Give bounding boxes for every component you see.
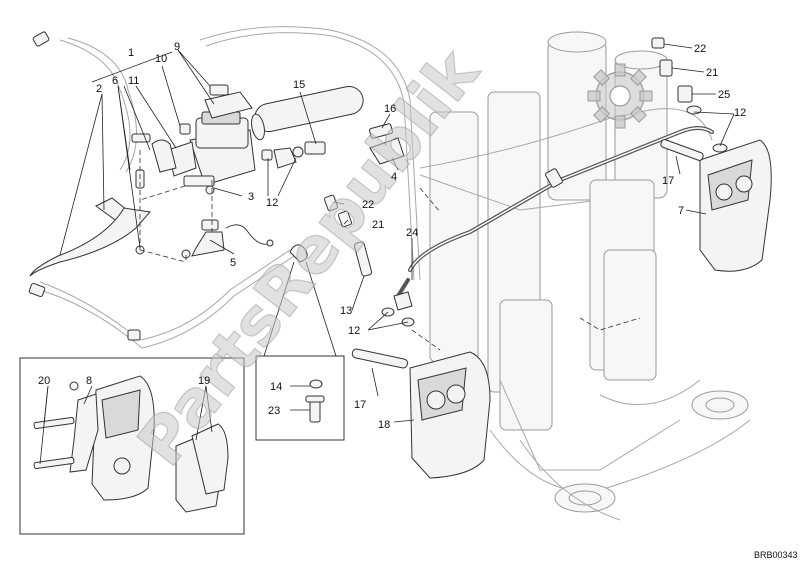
callout-3: 3	[248, 191, 254, 203]
callout-12c: 12	[734, 107, 746, 119]
callout-16: 16	[384, 103, 396, 115]
callout-17b: 17	[354, 399, 366, 411]
front-fork-assembly	[419, 31, 751, 521]
rear-hose-routing	[39, 26, 421, 349]
callout-21b: 21	[372, 219, 384, 231]
zoom-connector	[263, 244, 337, 357]
hose-end-fitting	[28, 31, 141, 341]
callout-19: 19	[198, 375, 210, 387]
callout-1: 1	[128, 47, 134, 59]
callout-labels: 1 2 3 4 5 6 7 8 9 10 11 12 12 12 13 14 1…	[38, 41, 746, 431]
master-cylinder-assembly	[29, 51, 304, 277]
callout-9: 9	[174, 41, 180, 53]
callout-21a: 21	[706, 67, 718, 79]
gear-icon	[587, 63, 653, 129]
callout-14: 14	[270, 381, 282, 393]
reservoir-hose	[251, 85, 364, 141]
callout-23: 23	[268, 405, 280, 417]
callout-18: 18	[378, 419, 390, 431]
callout-12a: 12	[266, 197, 278, 209]
callout-15: 15	[293, 79, 305, 91]
callout-5: 5	[230, 257, 236, 269]
front-left-caliper	[351, 348, 491, 479]
brake-pad-detail-inset	[19, 357, 245, 535]
callout-12b: 12	[348, 325, 360, 337]
callout-22a: 22	[694, 43, 706, 55]
callout-24: 24	[406, 227, 418, 239]
callout-20: 20	[38, 375, 50, 387]
callout-7: 7	[678, 205, 684, 217]
banjo-fittings	[323, 37, 728, 327]
callout-13: 13	[340, 305, 352, 317]
callout-22b: 22	[362, 199, 374, 211]
callout-25: 25	[718, 89, 730, 101]
callout-11: 11	[128, 75, 139, 87]
front-brake-line	[396, 126, 714, 298]
callout-2: 2	[96, 83, 102, 95]
clamp-and-screw	[304, 123, 405, 165]
drawing-code: BRB00343	[754, 550, 798, 560]
callout-leaders	[39, 43, 735, 465]
callout-17a: 17	[662, 175, 674, 187]
callout-6: 6	[112, 75, 118, 87]
assembly-guide-lines	[139, 150, 213, 263]
caliper-guide-lines	[411, 187, 641, 351]
callout-4: 4	[391, 171, 397, 183]
bolt-detail-inset	[255, 355, 345, 441]
front-right-caliper	[660, 139, 772, 272]
callout-10: 10	[155, 53, 167, 65]
callout-8: 8	[86, 375, 92, 387]
